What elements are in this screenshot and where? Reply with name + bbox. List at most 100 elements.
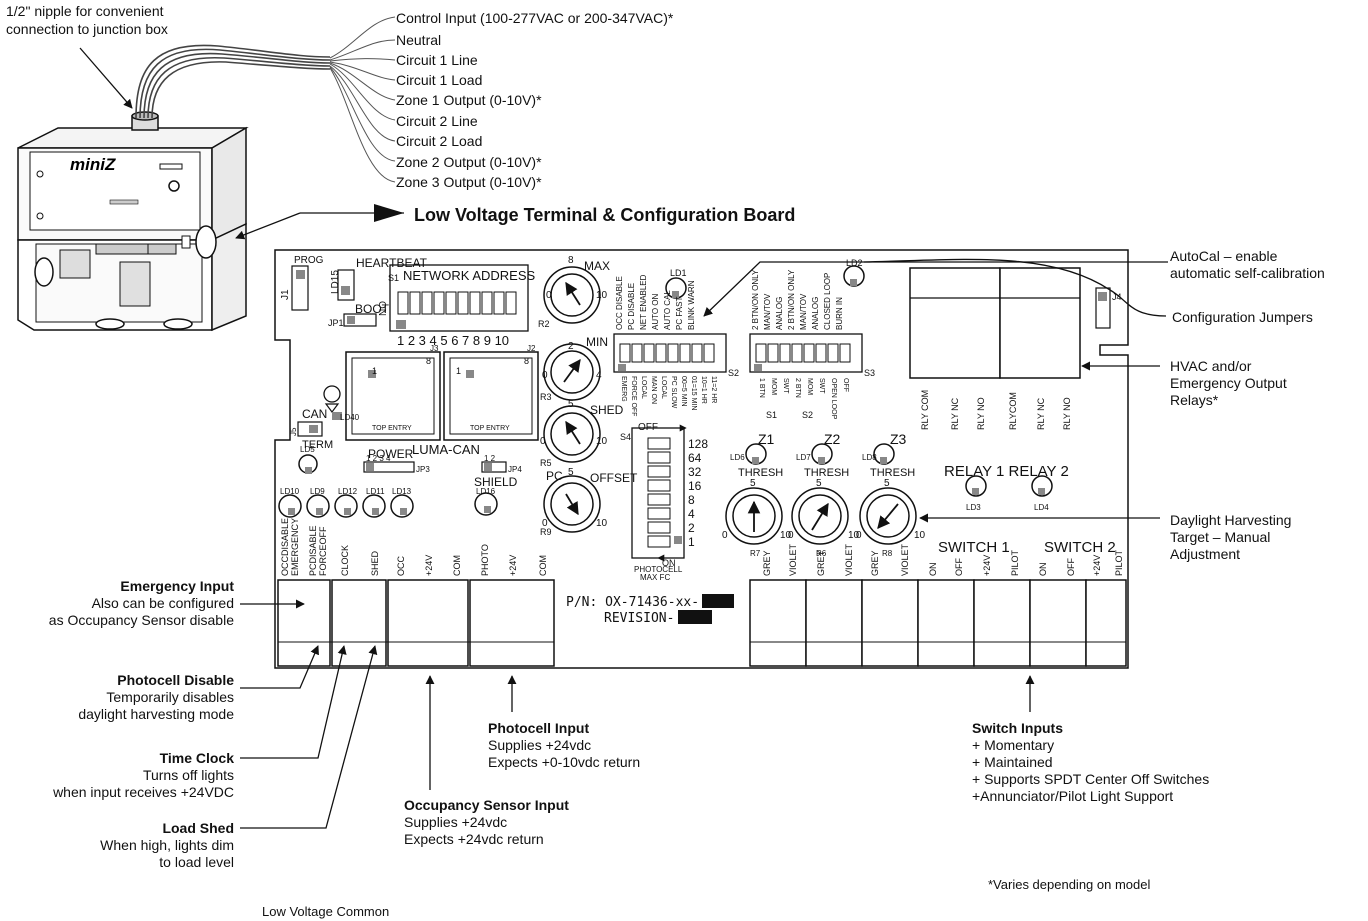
jp1-label: JP1 [328,318,344,328]
zone-dial-label: R6 [816,549,827,558]
network-address-label: NETWORK ADDRESS [403,268,536,283]
jack2-pin8: 8 [524,356,529,366]
footnote: *Varies depending on model [988,877,1151,892]
s2-option-label: AUTO ON [651,293,660,330]
config-jumpers-callout: Configuration Jumpers [1172,309,1313,325]
zone-label: Z1 [758,431,775,447]
r3-label: R3 [540,392,552,402]
jack2-pin1: 1 [456,366,461,376]
occupancy-input-line-2: Expects +24vdc return [404,831,544,847]
prog-label: PROG [294,255,324,266]
zone-dial-label: R7 [750,549,761,558]
emergency-title: Emergency Input [120,578,234,594]
terminal-label: OCC [396,556,406,577]
daylight-callout: Daylight Harvesting Target – Manual Adju… [1170,512,1291,563]
dial-num: 2 [568,341,574,352]
thresh-label: THRESH [870,467,915,479]
photocell-input-line-1: Supplies +24vdc [488,737,592,753]
jp3-label: JP3 [416,465,430,474]
board-small-labels: PROG J1 HEARTBEAT LD15 S1 NETWORK ADDRES… [280,255,1122,626]
j3-label: J3 [430,344,439,353]
j2-label: J2 [527,344,536,353]
thresh-label: THRESH [738,467,783,479]
s1-label: S1 [388,273,399,283]
s2-option-label: 10=1 HR [700,376,707,404]
led-label: LD10 [280,487,300,496]
offset-label: OFFSET [590,471,638,485]
wire-label: Circuit 2 Line [396,113,478,129]
terminal-label: ON [1038,563,1048,577]
ld3-label: LD3 [966,503,981,512]
term-label: TERM [302,439,333,451]
terminal-label: +24V [508,555,518,576]
s3-option-label: MOM [770,378,777,395]
zone-led-label: LD7 [796,453,811,462]
relays-line-2: Emergency Output [1170,375,1287,391]
zone-led-label: LD6 [730,453,745,462]
jack1-pin8: 8 [426,356,431,366]
zone-led-label: LD8 [862,453,877,462]
emergency-callout: Emergency Input Also can be configured a… [49,578,234,629]
can-label: CAN [302,407,327,421]
wire-label: Circuit 1 Load [396,72,483,88]
s2-option-label: OCC DISABLE [615,276,624,330]
min-label: MIN [586,335,608,349]
top-entry-2: TOP ENTRY [470,425,510,432]
terminal-label: COM [538,555,548,576]
wire-label: Circuit 2 Load [396,133,483,149]
terminal-label: GREY [762,550,772,576]
dial-num: 8 [568,255,574,266]
dial-num: 5 [568,467,574,478]
dial-num: 5 [568,399,574,410]
load-shed-callout: Load Shed When high, lights dim to load … [100,820,234,871]
dip-value: 8 [688,493,695,507]
nipple-callout: 1/2" nipple for convenient connection to… [6,2,168,38]
s4-label: S4 [620,432,631,442]
s3-option-label: MAN/TOV [763,293,772,330]
ld1-label: LD1 [670,268,687,278]
s3-option-label: SWT [782,378,789,394]
load-shed-line-2: to load level [159,854,234,870]
address-numbers: 1 2 3 4 5 6 7 8 9 10 [397,333,509,348]
dip-value: 2 [688,521,695,535]
s1-group-label: S1 [766,410,777,420]
terminal-label: +24V [982,555,992,576]
led-label: LD11 [366,487,385,496]
ld5-label: LD5 [300,445,315,454]
ld2-label: LD2 [846,258,863,268]
dial-num: 10 [596,518,608,529]
photocell-disable-line-1: Temporarily disables [106,689,234,705]
relay-terminal-label: RLY NO [1062,397,1072,430]
heartbeat-label: HEARTBEAT [356,256,428,270]
shield-label: SHIELD [474,475,518,489]
s2-option-label: LOCAL [640,376,647,399]
ld40-label: LD40 [340,413,360,422]
s2-label: S2 [728,368,739,378]
wire-label: Zone 2 Output (0-10V)* [396,154,542,170]
s2-option-label: 01=15 MIN [690,376,697,410]
relay-labels: RELAY 1 RELAY 2 [944,463,1069,480]
wire-bundle [135,44,331,119]
dip-value: 128 [688,437,708,451]
s3-option-label: 2 BTN/ON ONLY [787,269,796,330]
terminal-label: OFF [1066,558,1076,576]
terminal-label: VIOLET [788,543,798,576]
photocell-input-title: Photocell Input [488,720,590,736]
wire-label: Neutral [396,32,442,48]
wire-label: Zone 1 Output (0-10V)* [396,92,542,108]
occupancy-input-line-1: Supplies +24vdc [404,814,508,830]
jp3-numbers: 1 2 3 4 [366,454,391,463]
ld16-label: LD16 [476,487,496,496]
on-label: ON [662,558,676,568]
s2-option-label: AUTO CAL [663,290,672,330]
s2-option-label: NET ENABLED [639,274,648,330]
part-number: P/N: OX-71436-xx- [566,595,699,610]
relay-terminal-label: RLY NC [950,397,960,430]
top-entry-1: TOP ENTRY [372,425,412,432]
dial-num: 10 [780,530,792,541]
j5-label: J5 [289,427,298,436]
s2-option-label: BLINK WARN [687,280,696,330]
terminal-label: OCCDISABLE [280,518,290,576]
s3-option-label: 2 BTN [794,378,801,398]
